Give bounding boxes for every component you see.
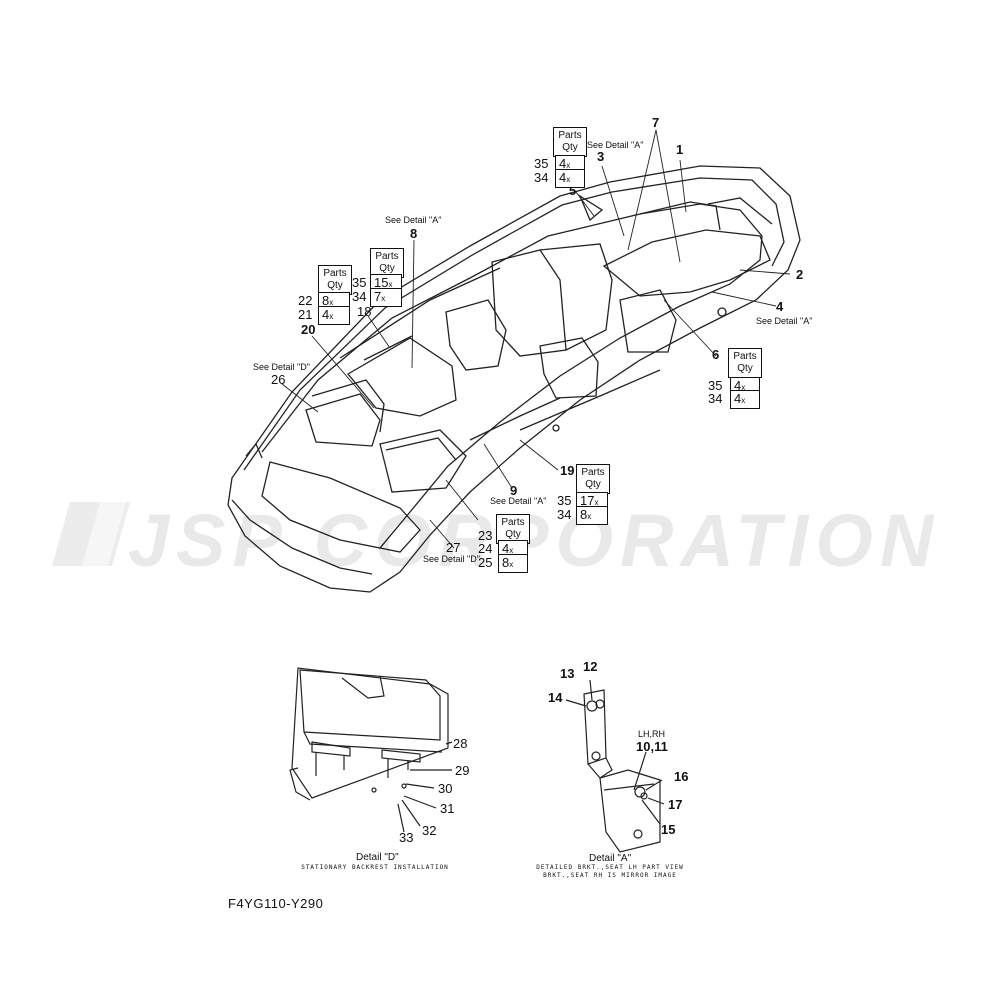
callout-33: 33 bbox=[399, 830, 414, 845]
qty-value: 8x bbox=[576, 506, 608, 525]
see-detail-d-label: See Detail "D" bbox=[253, 362, 310, 372]
callout-16: 16 bbox=[674, 769, 689, 784]
part-number: 34 bbox=[557, 507, 572, 522]
part-number: 35 bbox=[534, 156, 549, 171]
callout-31: 31 bbox=[440, 801, 455, 816]
callout-15: 15 bbox=[661, 822, 676, 837]
callout-8: 8 bbox=[410, 226, 418, 241]
callout-26: 26 bbox=[271, 372, 286, 387]
callout-3: 3 bbox=[597, 149, 605, 164]
part-number: 34 bbox=[534, 170, 549, 185]
part-number: 23 bbox=[478, 528, 493, 543]
part-number: 35 bbox=[352, 275, 367, 290]
part-number: 34 bbox=[708, 391, 723, 406]
part-number: 21 bbox=[298, 307, 313, 322]
callout-4: 4 bbox=[776, 299, 784, 314]
detail-a-title: Detail "A" bbox=[589, 853, 632, 864]
see-detail-a-label: See Detail "A" bbox=[587, 140, 644, 150]
callout-12: 12 bbox=[583, 659, 598, 674]
see-detail-d-label: See Detail "D" bbox=[423, 554, 480, 564]
detail-d-title: Detail "D" bbox=[356, 852, 399, 863]
part-number: 35 bbox=[557, 493, 572, 508]
callout-18: 18 bbox=[357, 304, 372, 319]
see-detail-a-label: See Detail "A" bbox=[490, 496, 547, 506]
callout-14: 14 bbox=[548, 690, 563, 705]
part-number: 34 bbox=[352, 289, 367, 304]
qty-value: 4x bbox=[730, 390, 760, 409]
part-number: 25 bbox=[478, 555, 493, 570]
watermark-text: JSP CORPORATION bbox=[128, 499, 941, 582]
qty-value: 7x bbox=[370, 288, 402, 307]
callout-32: 32 bbox=[422, 823, 437, 838]
callout-20: 20 bbox=[301, 322, 316, 337]
see-detail-a-label: See Detail "A" bbox=[756, 316, 813, 326]
callout-2: 2 bbox=[796, 267, 804, 282]
callout-30: 30 bbox=[438, 781, 453, 796]
callout-27: 27 bbox=[446, 540, 461, 555]
callout-13: 13 bbox=[560, 666, 575, 681]
callout-1: 1 bbox=[676, 142, 684, 157]
callout-9: 9 bbox=[510, 483, 518, 498]
callout-5: 5 bbox=[569, 183, 577, 198]
qty-value: 8x bbox=[498, 554, 528, 573]
callout-17: 17 bbox=[668, 797, 683, 812]
diagram-code: F4YG110-Y290 bbox=[228, 896, 324, 911]
callout-6: 6 bbox=[712, 347, 720, 362]
watermark-logo-mark bbox=[52, 502, 130, 566]
detail-d-subtitle: STATIONARY BACKREST INSTALLATION bbox=[301, 864, 449, 871]
qty-value: 4x bbox=[555, 169, 585, 188]
detail-a-subtitle-1: DETAILED BRKT.,SEAT LH PART VIEW bbox=[536, 864, 684, 871]
detail-a-subtitle-2: BRKT.,SEAT RH IS MIRROR IMAGE bbox=[543, 872, 677, 879]
part-number: 35 bbox=[708, 378, 723, 393]
qty-value: 4x bbox=[318, 306, 350, 325]
part-number: 24 bbox=[478, 541, 493, 556]
see-detail-a-label: See Detail "A" bbox=[385, 215, 442, 225]
lh-rh-label: LH,RH bbox=[638, 729, 666, 739]
callout-19: 19 bbox=[560, 463, 575, 478]
callout-7: 7 bbox=[652, 115, 660, 130]
callout-28: 28 bbox=[453, 736, 468, 751]
part-number: 22 bbox=[298, 293, 313, 308]
callout-29: 29 bbox=[455, 763, 470, 778]
callout-10-11: 10,11 bbox=[636, 739, 668, 754]
